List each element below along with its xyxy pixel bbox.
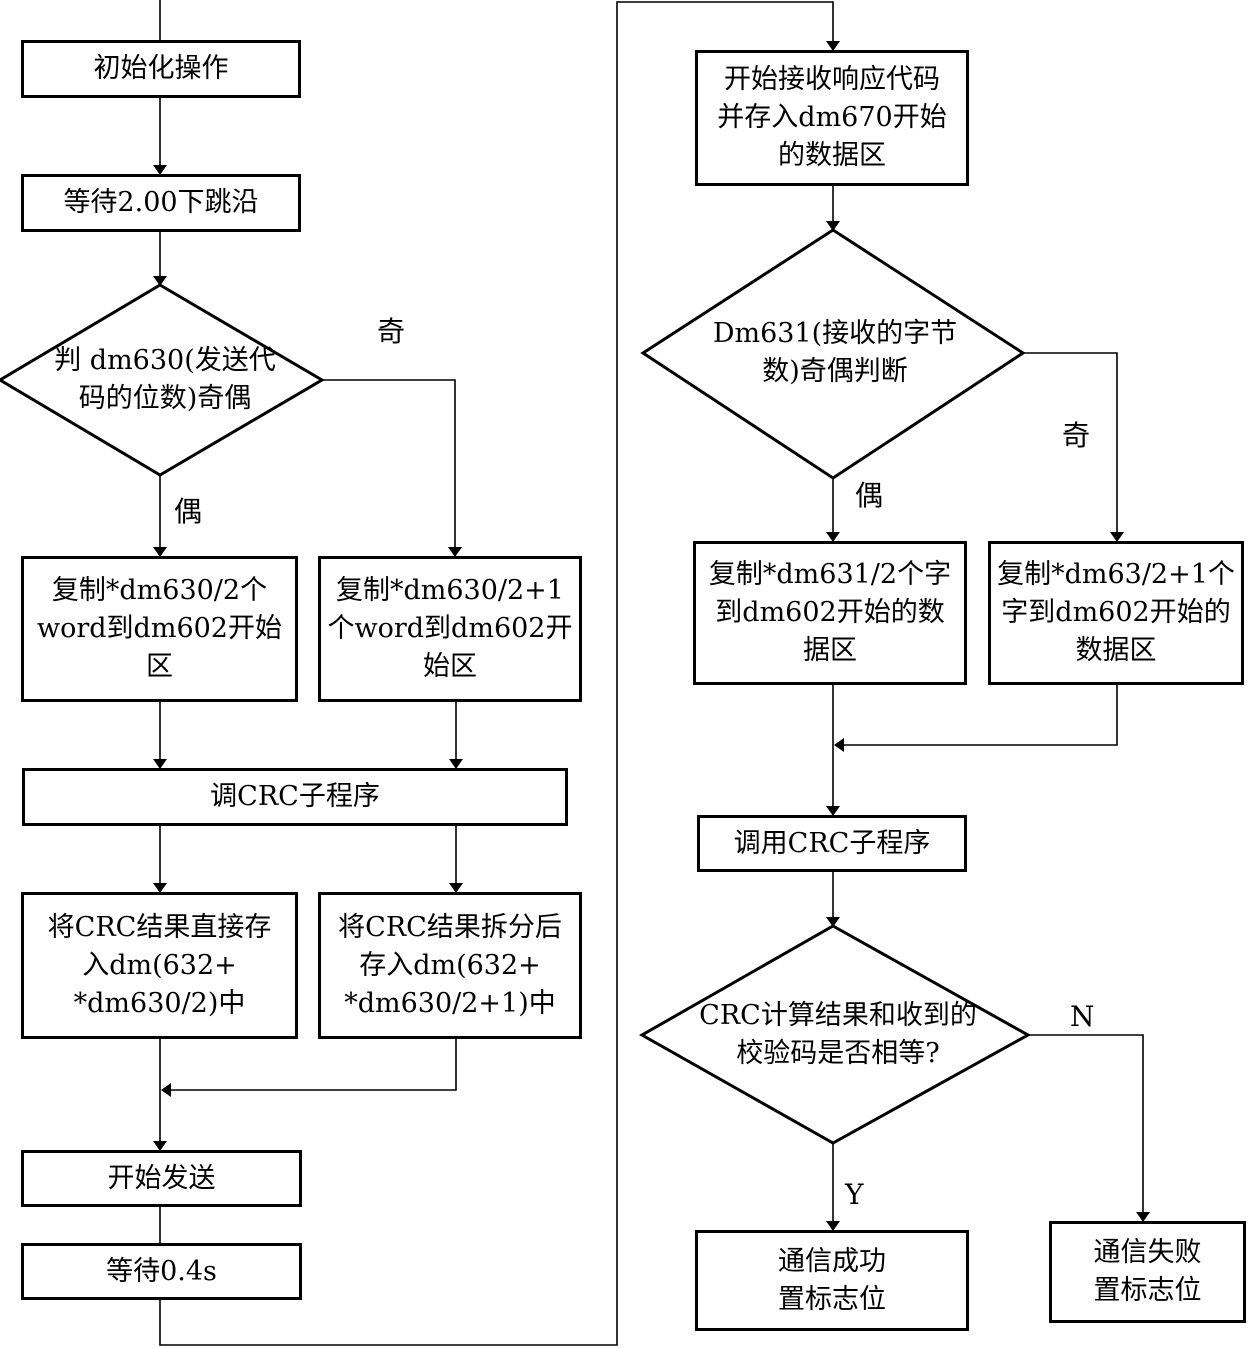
edge-split-merge [161,1039,457,1097]
node-receive: 开始接收响应代码 并存入dm670开始 的数据区 [695,50,969,186]
decision-send-parity-shape [0,283,325,477]
label-no: N [1070,1000,1095,1033]
node-wait-04: 等待0.4s [21,1243,302,1300]
node-copy-odd: 复制*dm630/2+1 个word到dm602开 始区 [318,556,582,702]
decision-crc-compare: CRC计算结果和收到的 校验码是否相等? [699,1000,977,1069]
edge-compare-no [1028,1034,1150,1222]
node-success: 通信成功 置标志位 [695,1230,969,1331]
node-start-send: 开始发送 [21,1150,302,1207]
node-store-direct: 将CRC结果直接存 入dm(632+ *dm630/2)中 [21,892,298,1039]
node-wait-edge: 等待2.00下跳沿 [21,174,301,232]
decision-recv-parity-shape [640,228,1026,480]
edge-check-odd [322,379,462,557]
node-fail: 通信失败 置标志位 [1049,1221,1246,1323]
decision-recv-parity: Dm631(接收的字节 数)奇偶判断 [712,318,958,387]
node-init: 初始化操作 [21,40,301,98]
node-call-crc-2: 调用CRC子程序 [697,815,967,872]
node-copy-even: 复制*dm630/2个 word到dm602开始 区 [21,556,298,702]
edge-oddr-merge [834,685,1118,752]
node-store-split: 将CRC结果拆分后 存入dm(632+ *dm630/2+1)中 [318,892,582,1039]
label-even-send: 偶 [174,495,203,528]
edge-checkr-odd [1023,352,1124,542]
node-copy-odd-recv: 复制*dm63/2+1个 字到dm602开始的 数据区 [988,541,1244,685]
label-yes: Y [845,1178,864,1211]
label-even-recv: 偶 [855,479,884,512]
label-odd-recv: 奇 [1062,419,1091,452]
edge-wait-to-receive [159,1,840,1346]
node-copy-even-recv: 复制*dm631/2个字 到dm602开始的数 据区 [693,541,967,685]
node-call-crc-1: 调CRC子程序 [22,768,568,826]
decision-send-parity: 判 dm630(发送代 码的位数)奇偶 [54,345,276,414]
label-odd-send: 奇 [377,315,406,348]
decision-crc-compare-shape [638,924,1032,1145]
